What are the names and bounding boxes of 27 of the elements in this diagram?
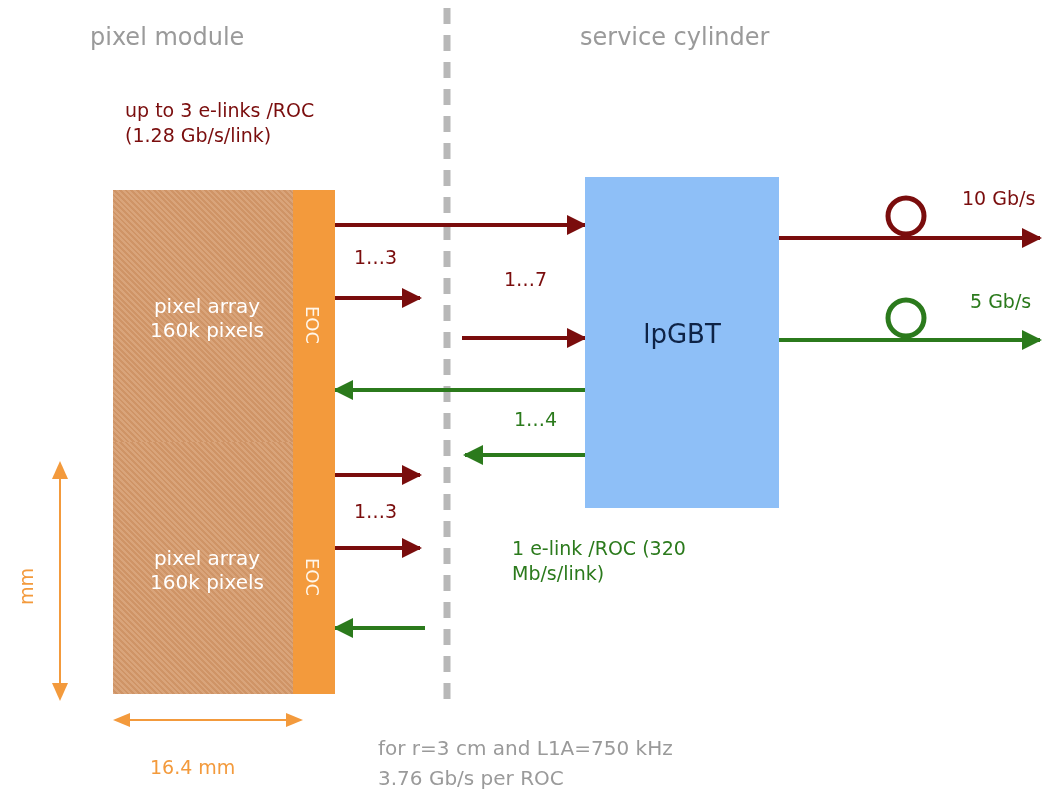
arrow [335, 538, 422, 558]
link-note: up to 3 e-links /ROC (1.28 Gb/s/link) [125, 98, 316, 148]
link-note: 1 e-link /ROC (320 Mb/s/link) [512, 536, 687, 586]
arrow [463, 445, 585, 465]
arrow [779, 330, 1042, 350]
dimension-label: mm [14, 568, 38, 606]
edge-label: 5 Gb/s [968, 290, 1034, 312]
arrow [335, 288, 422, 308]
section-heading: service cylinder [580, 22, 770, 53]
chip-box [585, 177, 779, 508]
chip-label: EOC [303, 558, 321, 597]
array-label: pixel array 160k pixels [149, 294, 265, 342]
arrow [779, 228, 1042, 248]
dimension-label: 16.4 mm [150, 755, 236, 780]
array-label: pixel array 160k pixels [149, 546, 265, 594]
pixel-array-block [113, 442, 293, 694]
readout-chip-strip [293, 190, 335, 442]
readout-chip-strip [293, 442, 335, 694]
arrow [462, 328, 587, 348]
arrow [335, 465, 422, 485]
section-heading: pixel module [90, 22, 245, 53]
chip-label: lpGBT [642, 319, 722, 349]
arrow [335, 215, 587, 235]
pixel-array-block [113, 190, 293, 442]
note-text: 3.76 Gb/s per ROC [378, 765, 564, 791]
chip-label: EOC [303, 306, 321, 345]
note-text: for r=3 cm and L1A=750 kHz [378, 735, 673, 761]
